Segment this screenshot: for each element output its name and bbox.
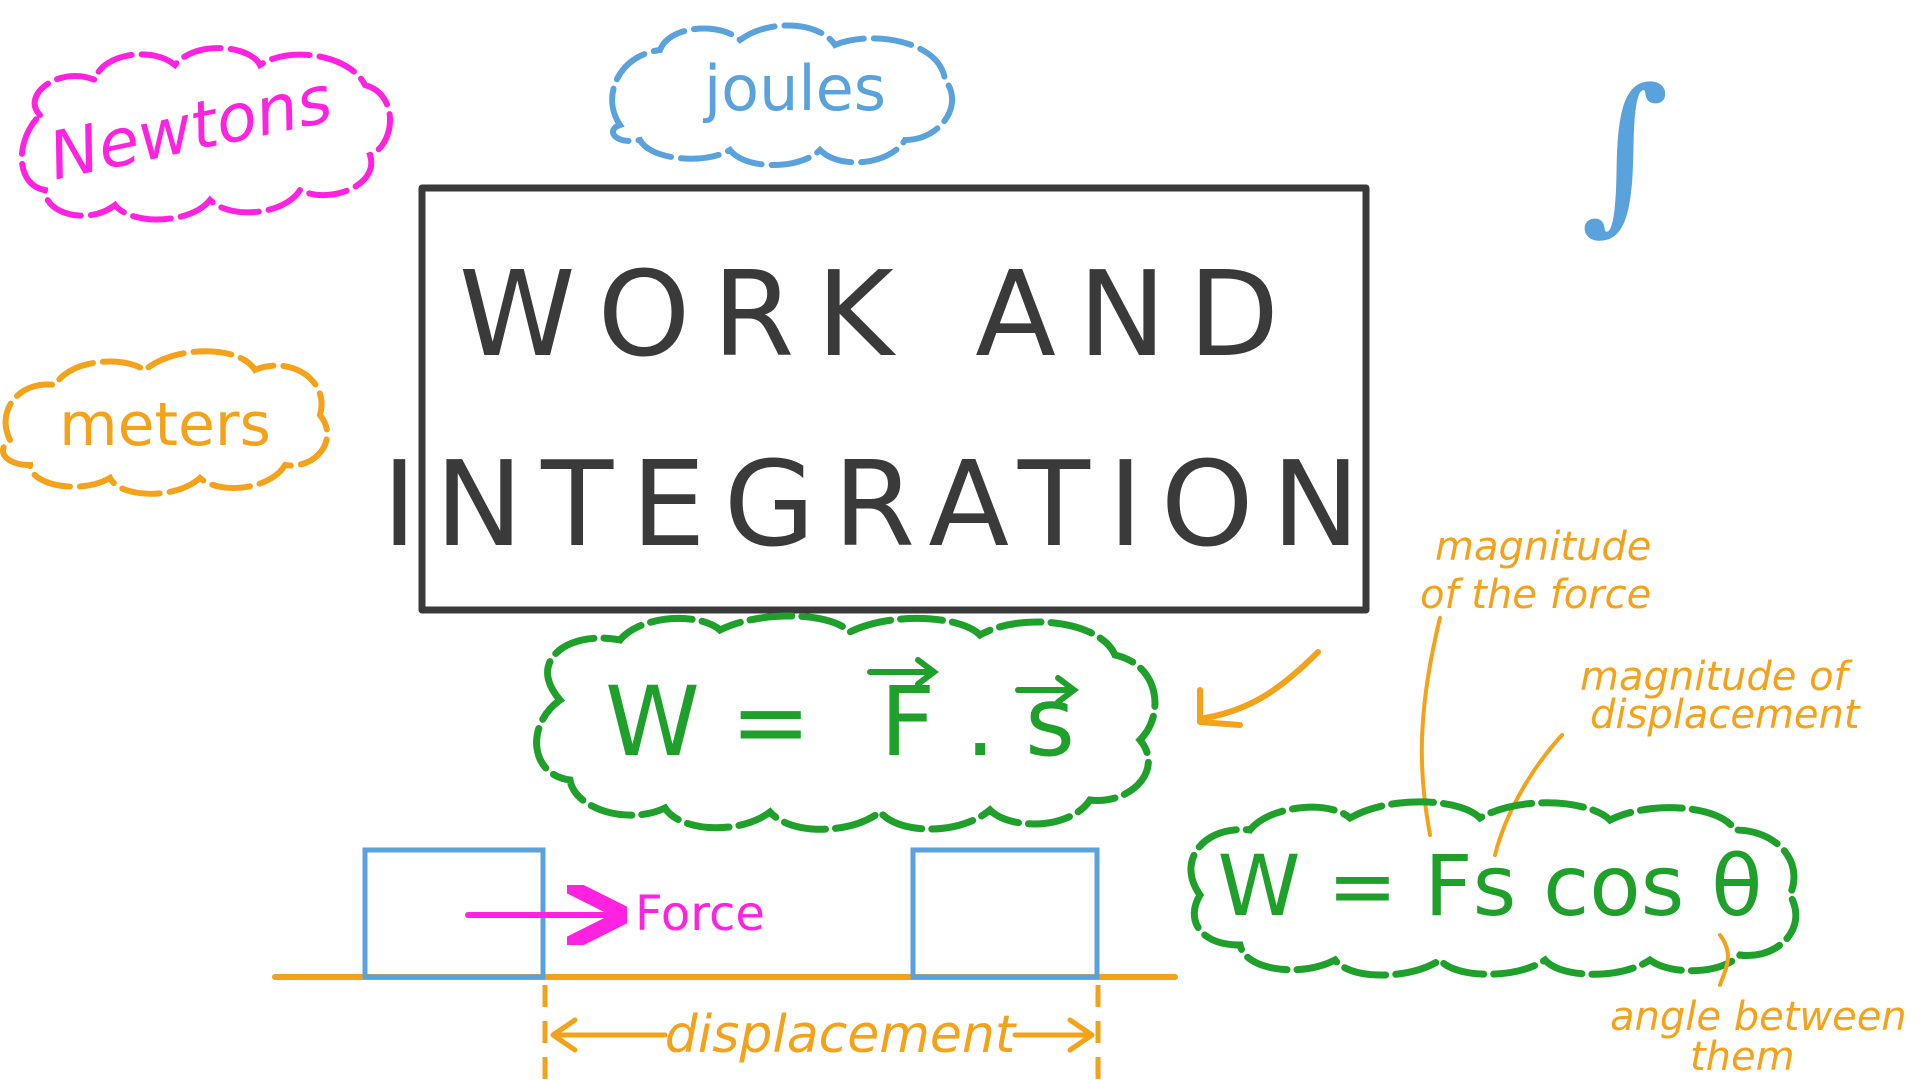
annotation-angle: angle between them (1610, 933, 1907, 1080)
joules-cloud: joules (609, 22, 956, 168)
vector-formula-lhs: W = (605, 666, 811, 778)
annotation-force-line-1: magnitude (1435, 524, 1651, 570)
block-end (910, 847, 1100, 980)
scalar-formula: W = Fs cos θ (1217, 837, 1762, 935)
displacement-vector-arrow (1015, 675, 1079, 705)
newtons-label: Newtons (42, 61, 338, 196)
pointer-arrow (1197, 649, 1321, 728)
annotation-disp-line-2: displacement (1590, 692, 1861, 738)
displacement-arrow-right (1012, 1017, 1095, 1053)
integral-symbol: ∫ (1581, 53, 1670, 251)
annotation-displacement-magnitude: magnitude of displacement (1493, 654, 1861, 857)
annotation-force-magnitude: magnitude of the force (1419, 524, 1651, 837)
annotation-angle-line-2: them (1690, 1034, 1795, 1080)
annotation-angle-line-1: angle between (1610, 994, 1907, 1040)
displacement-label: displacement (665, 1005, 1017, 1065)
newtons-cloud: Newtons (18, 45, 393, 223)
meters-cloud: meters (0, 348, 331, 497)
vector-formula-dot: . (965, 666, 996, 778)
vector-formula-force: F (880, 666, 935, 778)
title-line-1: WORK AND (459, 245, 1301, 383)
displacement-arrow-left (550, 1017, 668, 1053)
scalar-formula-cloud: W = Fs cos θ (1187, 798, 1800, 979)
joules-label: joules (702, 52, 886, 125)
annotation-disp-line-1: magnitude of (1580, 654, 1854, 700)
title-line-2: INTEGRATION (382, 435, 1378, 573)
annotation-force-line-2: of the force (1420, 572, 1651, 618)
block-diagram: Force displacement (272, 847, 1178, 1080)
meters-label: meters (59, 390, 271, 460)
vector-formula-cloud: W = F . s (533, 612, 1159, 833)
force-vector-arrow (867, 657, 939, 687)
force-label: Force (635, 886, 765, 942)
title-box: WORK AND INTEGRATION (382, 184, 1378, 614)
